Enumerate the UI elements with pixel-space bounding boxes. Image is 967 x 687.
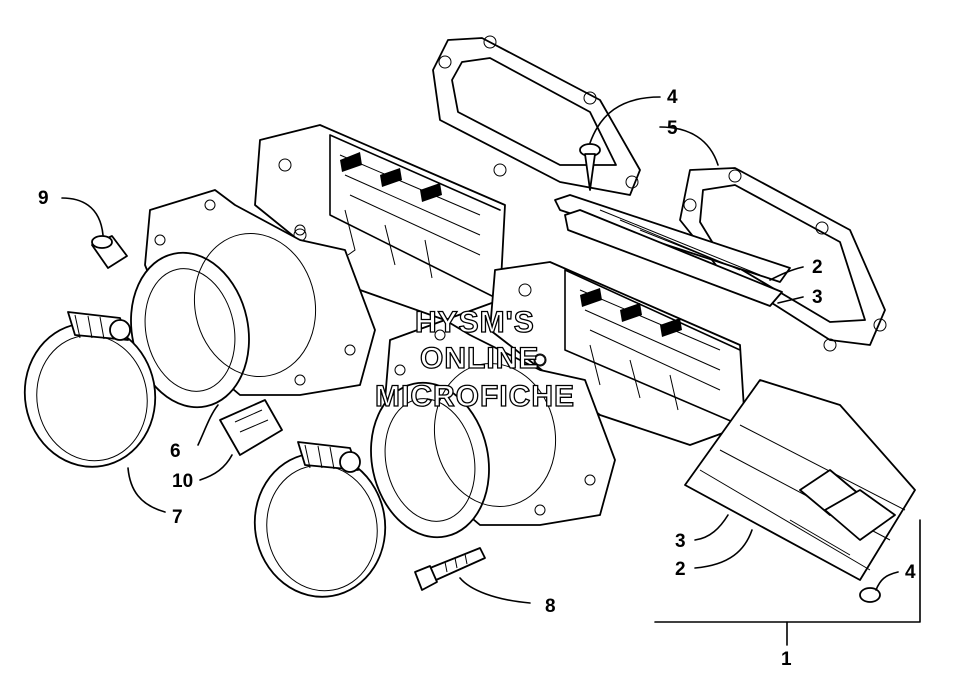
label-part-10: 10 [172,471,193,492]
label-part-7: 7 [172,507,183,528]
spacer-sleeve [91,235,128,269]
reed-cage-left [254,124,506,321]
clip-part [219,399,283,456]
screw-upper [579,143,601,191]
reed-petal-lower [684,379,916,581]
screw-lower [859,587,881,603]
clamp-right [253,441,387,598]
label-part-2-lower: 2 [675,559,686,580]
label-part-9: 9 [38,188,49,209]
clamp-left [23,311,157,468]
intake-boot-left [130,189,376,409]
intake-boot-right [370,319,616,539]
watermark-line-1: HYSM'S [415,306,535,339]
watermark-line-3: MICROFICHE [375,380,575,413]
watermark: HYSM'S ONLINE MICROFICHE [374,305,575,413]
label-part-3-upper: 3 [812,287,823,308]
gasket-lower [679,167,887,352]
label-part-3-lower: 3 [675,531,686,552]
bolt-lower [414,547,486,591]
leader-lines [61,96,921,646]
label-part-8: 8 [545,596,556,617]
label-part-2-upper: 2 [812,257,823,278]
reed-cage-right [489,261,746,446]
label-part-1: 1 [781,649,792,670]
label-part-5: 5 [667,118,678,139]
label-part-4-upper: 4 [667,87,678,108]
label-part-4-lower: 4 [905,562,916,583]
stopper-plate-upper [554,194,791,307]
part-labels: 9 4 5 2 3 6 10 7 8 3 2 4 1 [38,87,916,670]
gasket-upper [432,35,641,196]
label-part-6: 6 [170,441,181,462]
watermark-line-2: ONLINE [420,342,539,375]
